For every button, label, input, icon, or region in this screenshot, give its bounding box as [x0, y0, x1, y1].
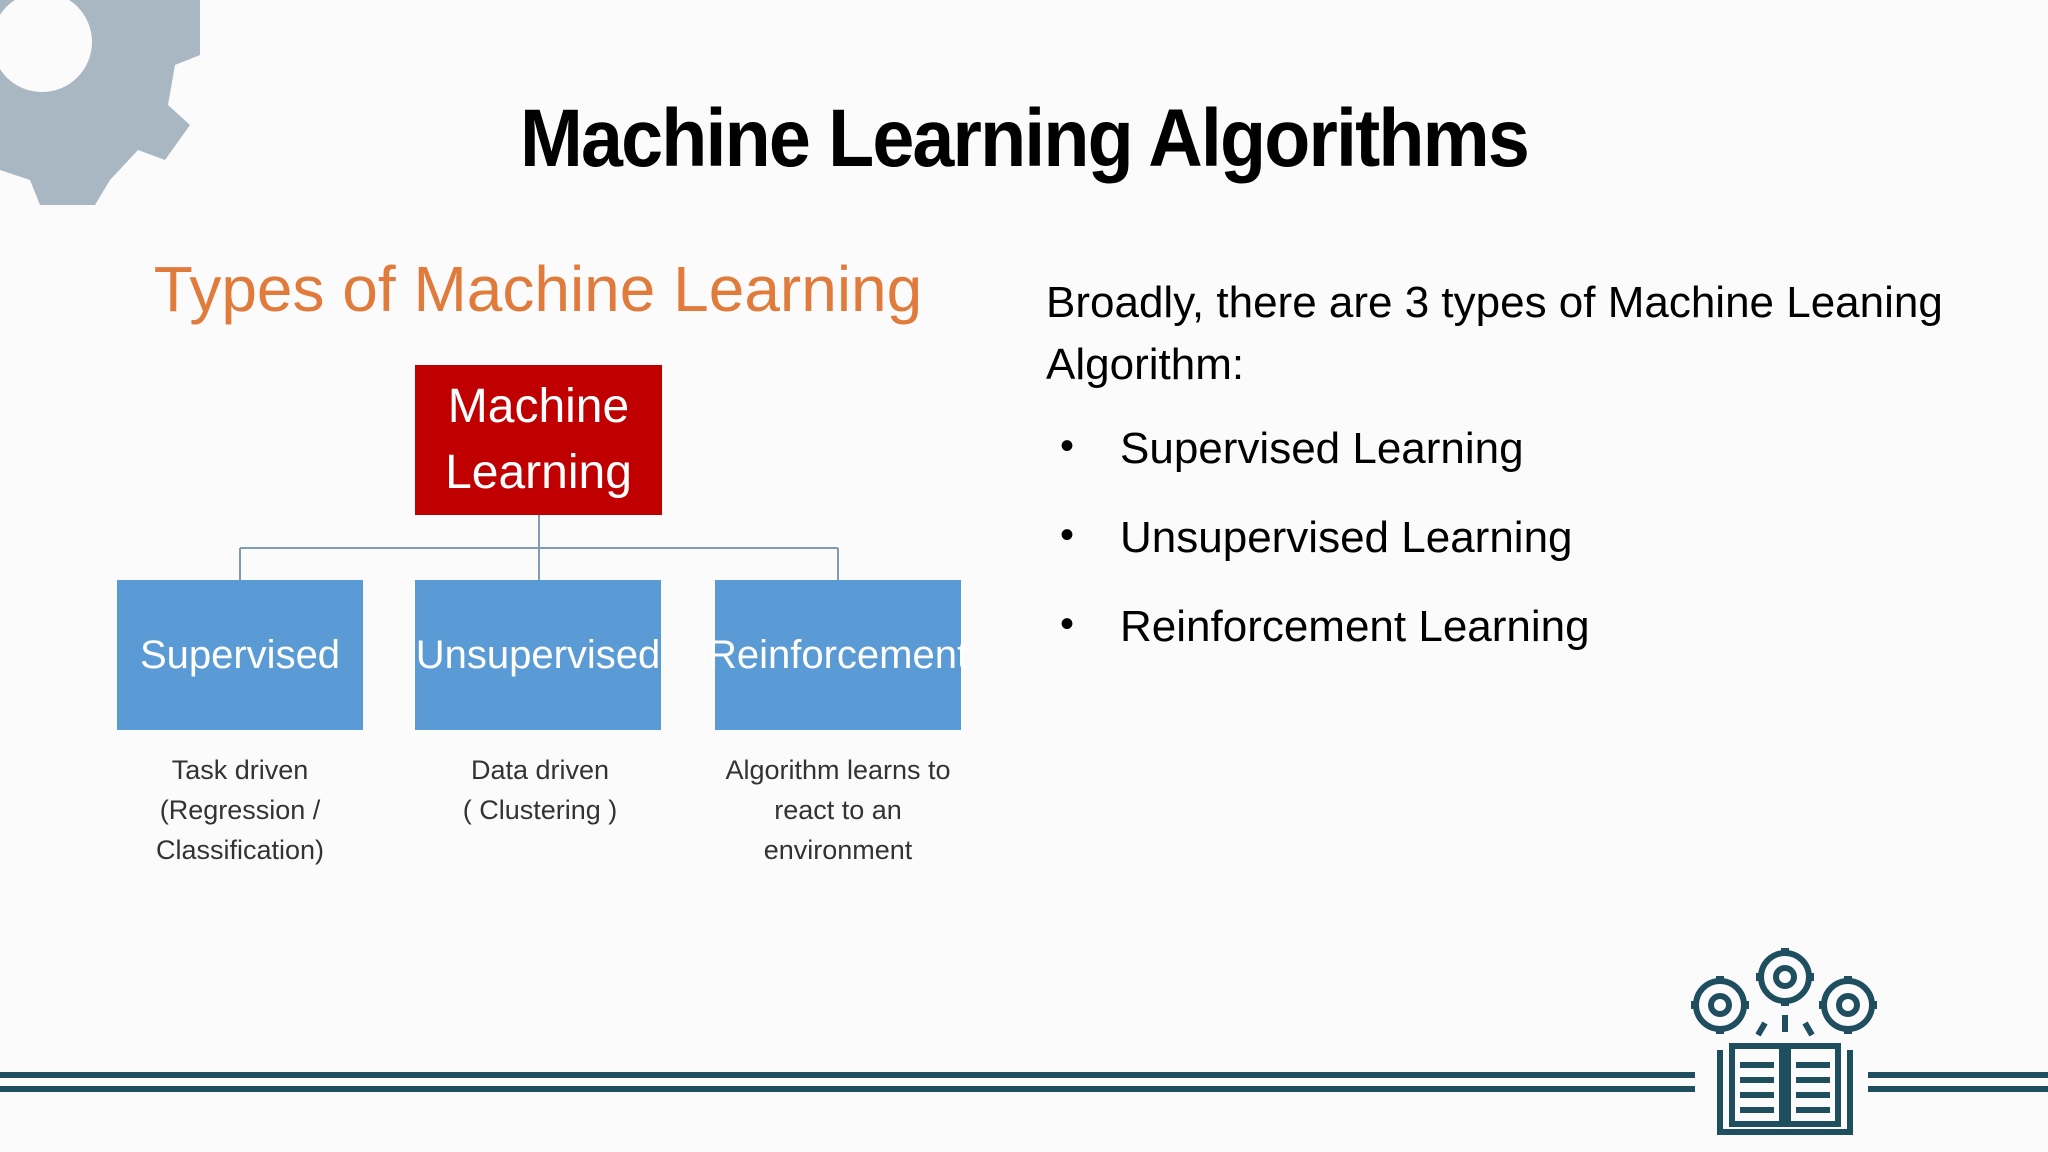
- reinforcement-description: Algorithm learns to react to an environm…: [725, 755, 951, 865]
- bullet-list: • Supervised Learning • Unsupervised Lea…: [1060, 424, 1590, 691]
- list-item: • Unsupervised Learning: [1060, 513, 1590, 602]
- footer-line-top: [0, 1072, 1695, 1078]
- node-reinforcement: Reinforcement: [708, 580, 968, 730]
- bullet-icon: •: [1060, 424, 1075, 468]
- footer-line-right-top: [1868, 1072, 2048, 1078]
- node-unsupervised: Unsupervised: [415, 580, 661, 730]
- list-item: • Reinforcement Learning: [1060, 602, 1590, 691]
- bullet-text: Unsupervised Learning: [1120, 513, 1573, 562]
- footer-line-bottom: [0, 1086, 1695, 1092]
- root-node-machine-learning: Machine Learning: [415, 365, 662, 515]
- bullet-icon: •: [1060, 513, 1075, 557]
- bullet-text: Reinforcement Learning: [1120, 602, 1590, 651]
- gear-icon: [0, 0, 200, 205]
- diagram-title: Types of Machine Learning: [153, 253, 923, 325]
- bullet-text: Supervised Learning: [1120, 424, 1524, 473]
- list-item: • Supervised Learning: [1060, 424, 1590, 513]
- unsupervised-description: Data driven ( Clustering ): [462, 755, 618, 825]
- supervised-description: Task driven (Regression / Classification…: [155, 755, 325, 865]
- bullet-icon: •: [1060, 602, 1075, 646]
- node-supervised: Supervised: [117, 580, 363, 730]
- page-title: Machine Learning Algorithms: [519, 93, 1530, 184]
- gears-book-icon: [1691, 948, 1877, 1135]
- footer-line-right-bottom: [1868, 1086, 2048, 1092]
- intro-text: Broadly, there are 3 types of Machine Le…: [1046, 278, 1943, 389]
